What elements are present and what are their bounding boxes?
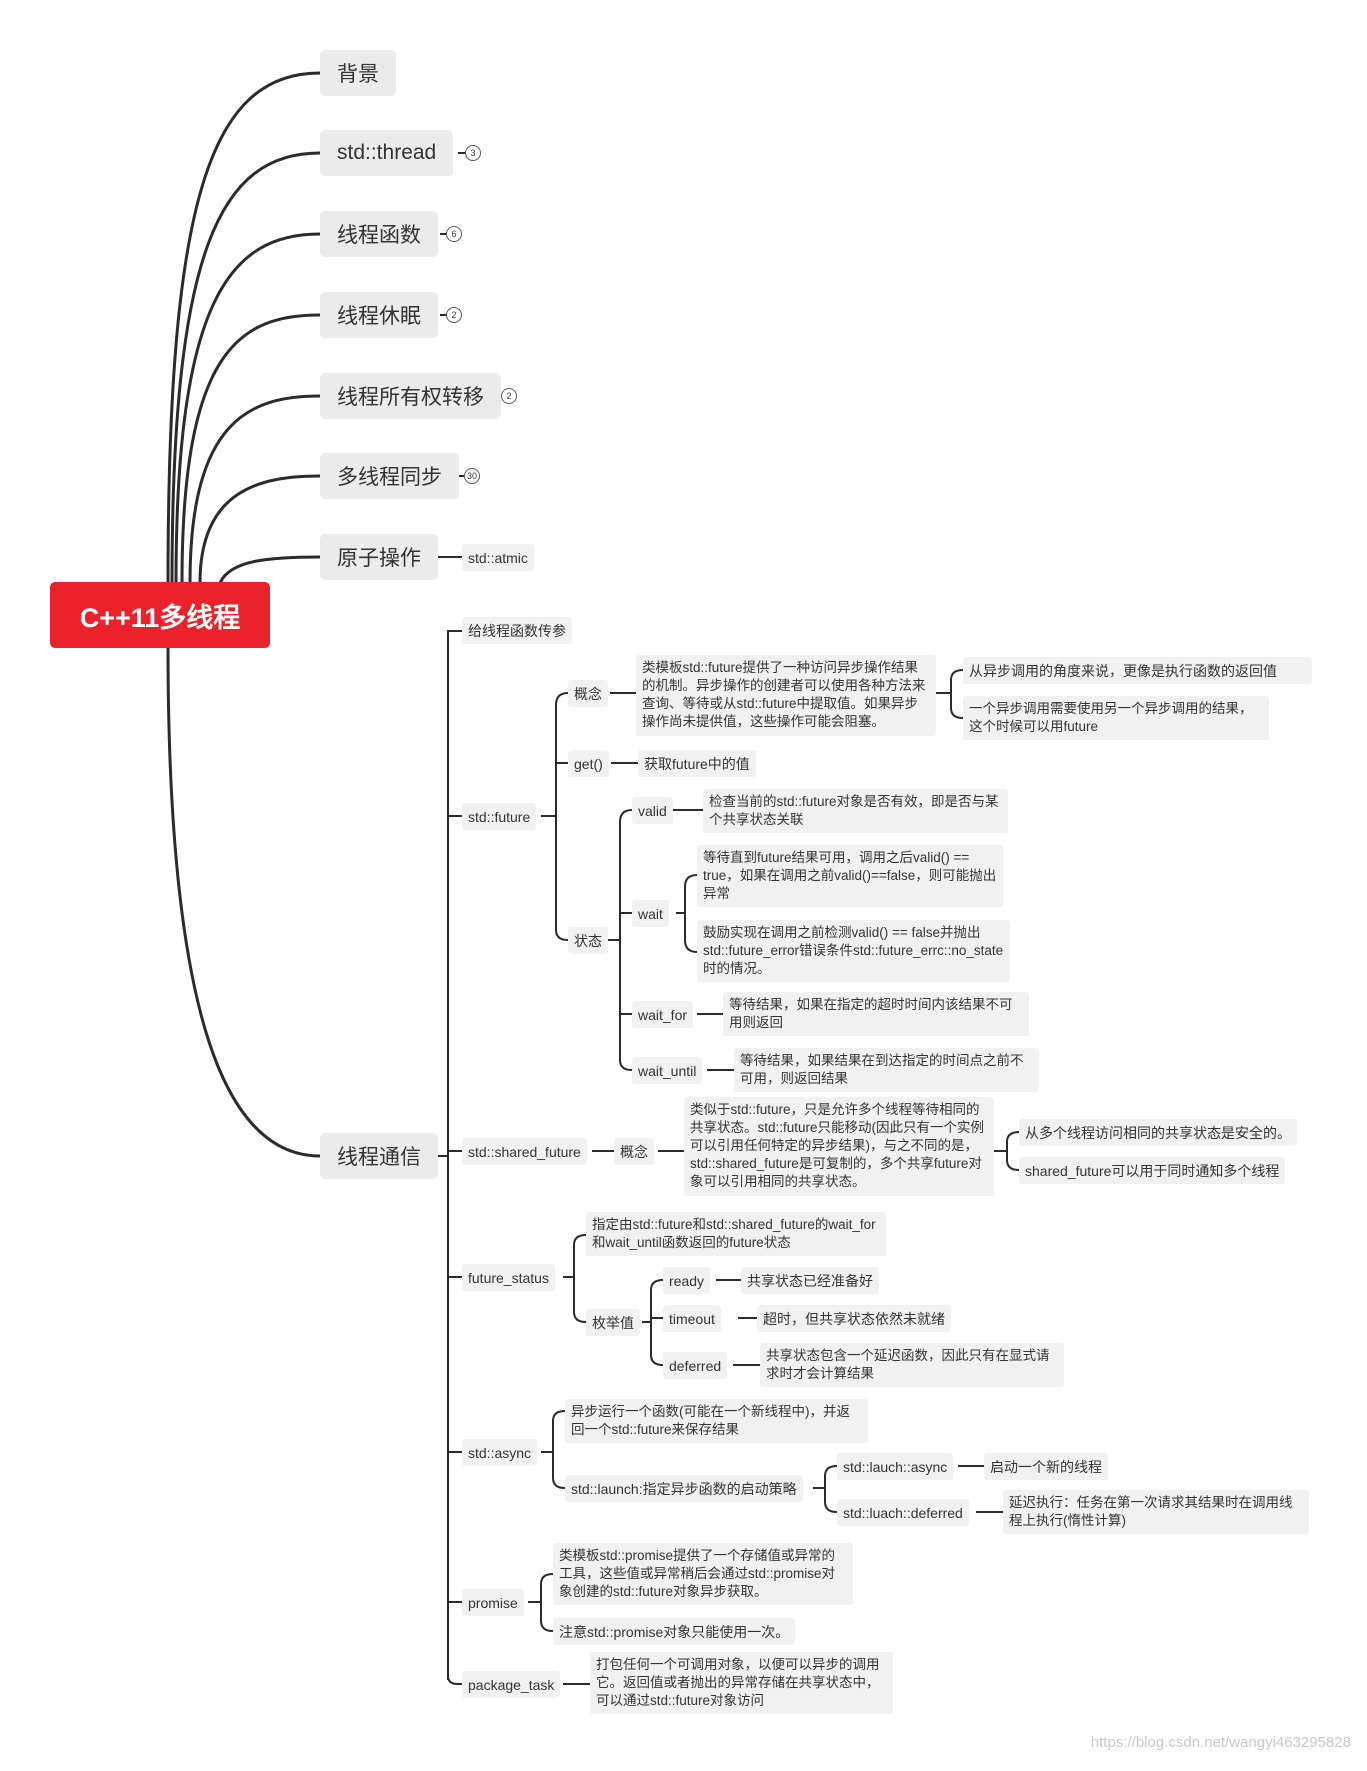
future-wait-text: 等待直到future结果可用，调用之后valid() == true，如果在调用… <box>697 845 1003 907</box>
shared-concept-node[interactable]: 概念 <box>614 1138 654 1165</box>
future-get-node[interactable]: get() <box>568 750 609 777</box>
promise-text: 类模板std::promise提供了一个存储值或异常的工具，这些值或异常稍后会通… <box>553 1543 853 1605</box>
launch-deferred-node[interactable]: std::luach::deferred <box>837 1499 969 1526</box>
future-valid-node[interactable]: valid <box>632 797 673 824</box>
future-wait-node[interactable]: wait <box>632 900 669 927</box>
topic-label: 线程函数 <box>337 224 421 247</box>
atomic-child[interactable]: std::atmic <box>462 544 534 571</box>
status-ready-node[interactable]: ready <box>663 1267 711 1294</box>
topic-thread-sleep[interactable]: 线程休眠 <box>320 292 438 338</box>
status-timeout-text: 超时，但共享状态依然未就绪 <box>757 1305 951 1332</box>
collapsed-count-badge[interactable]: 2 <box>501 388 517 404</box>
watermark: https://blog.csdn.net/wangyi463295828 <box>1090 1734 1351 1751</box>
future-valid-text: 检查当前的std::future对象是否有效，即是否与某个共享状态关联 <box>703 789 1008 833</box>
status-deferred-node[interactable]: deferred <box>663 1352 728 1379</box>
topic-label: std::thread <box>337 141 437 164</box>
topic-thread-communication[interactable]: 线程通信 <box>320 1133 438 1179</box>
topic-ownership-transfer[interactable]: 线程所有权转移 <box>320 373 501 419</box>
future-node[interactable]: std::future <box>462 803 537 830</box>
shared-note: shared_future可以用于同时通知多个线程 <box>1019 1157 1286 1184</box>
launch-deferred-text: 延迟执行：任务在第一次请求其结果时在调用线程上执行(惰性计算) <box>1003 1490 1309 1534</box>
future-wait-for-text: 等待结果，如果在指定的超时时间内该结果不可用则返回 <box>723 992 1029 1036</box>
topic-label: 多线程同步 <box>337 466 442 489</box>
pass-args-node[interactable]: 给线程函数传参 <box>462 617 572 644</box>
topic-label: 原子操作 <box>337 547 421 570</box>
topic-label: 线程休眠 <box>337 305 421 328</box>
topic-std-thread[interactable]: std::thread <box>320 130 454 176</box>
topic-thread-function[interactable]: 线程函数 <box>320 211 438 257</box>
future-get-text: 获取future中的值 <box>638 750 756 777</box>
launch-async-text: 启动一个新的线程 <box>984 1453 1108 1480</box>
future-state-node[interactable]: 状态 <box>568 927 608 954</box>
shared-note: 从多个线程访问相同的共享状态是安全的。 <box>1019 1119 1297 1146</box>
future-wait-until-text: 等待结果，如果结果在到达指定的时间点之前不可用，则返回结果 <box>734 1048 1039 1092</box>
shared-future-node[interactable]: std::shared_future <box>462 1138 587 1165</box>
future-status-desc: 指定由std::future和std::shared_future的wait_f… <box>586 1212 886 1256</box>
future-concept-note: 从异步调用的角度来说，更像是执行函数的返回值 <box>963 657 1312 684</box>
topic-label: 背景 <box>337 63 379 86</box>
root-label: C++11多线程 <box>79 602 241 633</box>
package-task-text: 打包任何一个可调用对象，以便可以异步的调用它。返回值或者抛出的异常存储在共享状态… <box>590 1652 893 1714</box>
collapsed-count-badge[interactable]: 3 <box>465 145 481 161</box>
topic-atomic[interactable]: 原子操作 <box>320 534 438 580</box>
async-desc: 异步运行一个函数(可能在一个新线程中)，并返回一个std::future来保存结… <box>565 1399 868 1443</box>
collapsed-count-badge[interactable]: 2 <box>446 307 462 323</box>
root-topic[interactable]: C++11多线程 <box>50 582 270 648</box>
future-concept-text: 类模板std::future提供了一种访问异步操作结果的机制。异步操作的创建者可… <box>636 655 936 736</box>
topic-multithread-sync[interactable]: 多线程同步 <box>320 453 459 499</box>
future-wait-for-node[interactable]: wait_for <box>632 1001 694 1028</box>
future-concept-node[interactable]: 概念 <box>568 680 608 707</box>
topic-background[interactable]: 背景 <box>320 50 396 96</box>
launch-async-node[interactable]: std::lauch::async <box>837 1453 954 1480</box>
shared-concept-text: 类似于std::future，只是允许多个线程等待相同的共享状态。std::fu… <box>684 1097 994 1196</box>
future-status-node[interactable]: future_status <box>462 1264 555 1291</box>
collapsed-count-badge[interactable]: 30 <box>464 468 480 484</box>
promise-node[interactable]: promise <box>462 1589 524 1616</box>
topic-label: 线程所有权转移 <box>337 386 484 409</box>
future-wait-text: 鼓励实现在调用之前检测valid() == false并抛出std::futur… <box>697 920 1010 982</box>
promise-note: 注意std::promise对象只能使用一次。 <box>553 1618 796 1645</box>
future-concept-note: 一个异步调用需要使用另一个异步调用的结果，这个时候可以用future <box>963 696 1269 740</box>
async-node[interactable]: std::async <box>462 1439 538 1466</box>
status-ready-text: 共享状态已经准备好 <box>741 1267 879 1294</box>
status-timeout-node[interactable]: timeout <box>663 1305 721 1332</box>
package-task-node[interactable]: package_task <box>462 1671 561 1698</box>
status-enum-node[interactable]: 枚举值 <box>586 1309 640 1336</box>
collapsed-count-badge[interactable]: 6 <box>446 226 462 242</box>
status-deferred-text: 共享状态包含一个延迟函数，因此只有在显式请求时才会计算结果 <box>760 1343 1064 1387</box>
future-wait-until-node[interactable]: wait_until <box>632 1057 703 1084</box>
topic-label: 线程通信 <box>337 1146 421 1169</box>
async-launch-node[interactable]: std::launch:指定异步函数的启动策略 <box>565 1475 803 1502</box>
